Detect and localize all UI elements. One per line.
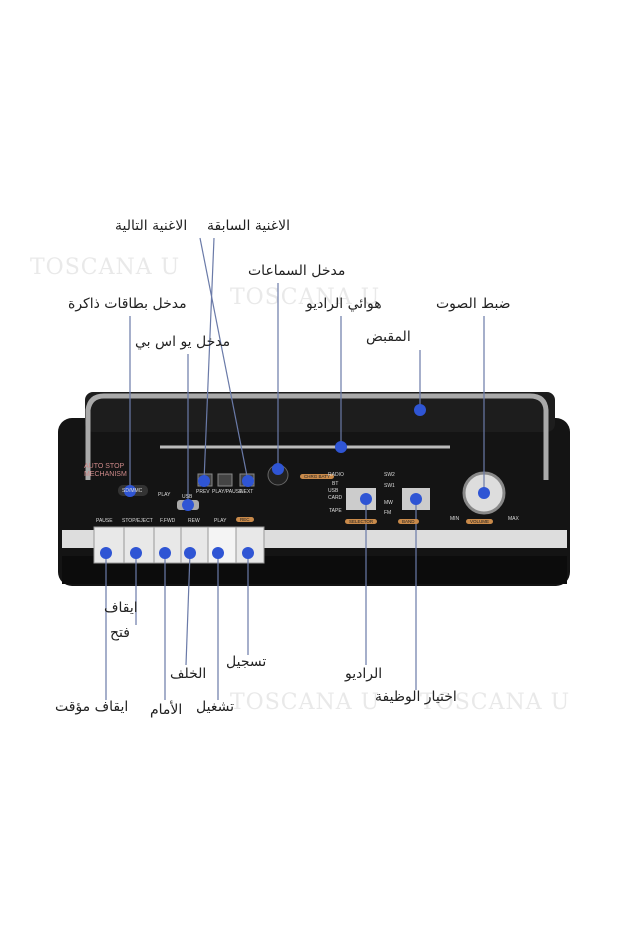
label-memory-card: مدخل بطاقات ذاكرة <box>68 296 187 312</box>
key-label: PLAY <box>214 518 227 524</box>
leader-line-next-song <box>199 237 249 482</box>
key-label: F.FWD <box>160 518 176 524</box>
band-label: FM <box>384 510 392 516</box>
marker-dot-usb <box>182 499 194 511</box>
top-panel <box>85 392 555 432</box>
volume-tag: VOLUME <box>466 519 494 524</box>
label-play: تشغيل <box>196 699 234 715</box>
label-headphone: مدخل السماعات <box>248 263 346 279</box>
marker-dot-forward <box>159 547 171 559</box>
label-handle: المقبض <box>366 329 411 345</box>
leader-line-prev-song <box>203 237 215 482</box>
watermark: TOSCANA U <box>420 690 571 715</box>
play-led-text: PLAY <box>158 492 171 498</box>
usb-text: USB <box>182 494 193 500</box>
mode-label: BT <box>332 481 339 487</box>
label-prev-song: الاغنية السابقة <box>207 218 290 234</box>
marker-dot-eject <box>130 547 142 559</box>
key-label: REW <box>188 518 200 524</box>
mechanism-text: MECHANISM <box>84 471 127 478</box>
mode-label: TAPE <box>329 508 342 514</box>
marker-dot-volume <box>478 487 490 499</box>
label-function: اختيار الوظيفة <box>375 689 457 705</box>
mode-label: CARD <box>328 495 343 501</box>
label-next-song: الاغنية التالية <box>115 218 188 234</box>
label-stop: ايقاف <box>104 600 138 616</box>
band-label: SW2 <box>384 472 395 478</box>
min-text: MIN <box>450 516 460 522</box>
label-record: تسجيل <box>226 654 267 670</box>
max-text: MAX <box>508 516 519 522</box>
marker-dot-radio <box>360 493 372 505</box>
label-usb: مدخل يو اس بي <box>135 334 231 350</box>
leader-line-rewind <box>185 552 191 666</box>
band-label: MW <box>384 500 393 506</box>
watermark: TOSCANA U <box>230 285 381 310</box>
label-radio: الراديو <box>345 666 383 682</box>
key-label: REC <box>236 517 254 522</box>
watermark: TOSCANA U <box>30 255 181 280</box>
marker-dot-play <box>212 547 224 559</box>
auto-stop-text: AUTO STOP <box>84 463 125 470</box>
marker-dot-headphone <box>272 463 284 475</box>
next-text: NEXT <box>240 489 254 495</box>
label-volume: ضبط الصوت <box>436 296 511 312</box>
marker-dot-antenna <box>335 441 347 453</box>
band-tag: BAND <box>398 519 419 524</box>
label-eject: فتح <box>110 625 130 641</box>
sd-text: SD/MMC <box>122 488 143 494</box>
playpause-text: PLAY/PAUSE <box>212 489 243 495</box>
marker-dot-record <box>242 547 254 559</box>
key-label: STOP/EJECT <box>122 518 153 524</box>
marker-dot-rewind <box>184 547 196 559</box>
marker-dot-handle <box>414 404 426 416</box>
band-label: SW1 <box>384 483 395 489</box>
handle <box>85 393 549 480</box>
watermark: TOSCANA U <box>230 690 381 715</box>
marker-dot-function <box>410 493 422 505</box>
mode-label: RADIO <box>328 472 344 478</box>
marker-dot-stop <box>100 547 112 559</box>
label-pause: ايقاف مؤقت <box>55 699 129 715</box>
label-rewind: الخلف <box>170 666 207 682</box>
key-label: PAUSE <box>96 518 113 524</box>
mode-label: USB <box>328 488 339 494</box>
prev-text: PREV <box>196 489 210 495</box>
cassette-keys <box>93 526 265 564</box>
label-antenna: هوائي الراديو <box>306 296 382 312</box>
selector-tag: SELECTOR <box>345 519 378 524</box>
charge-indicator: CHRG BATT <box>300 474 334 479</box>
label-forward: الأمام <box>150 702 183 718</box>
marker-dot-next-song <box>242 475 254 487</box>
marker-dot-memory-card <box>124 485 136 497</box>
marker-dot-prev-song <box>198 475 210 487</box>
